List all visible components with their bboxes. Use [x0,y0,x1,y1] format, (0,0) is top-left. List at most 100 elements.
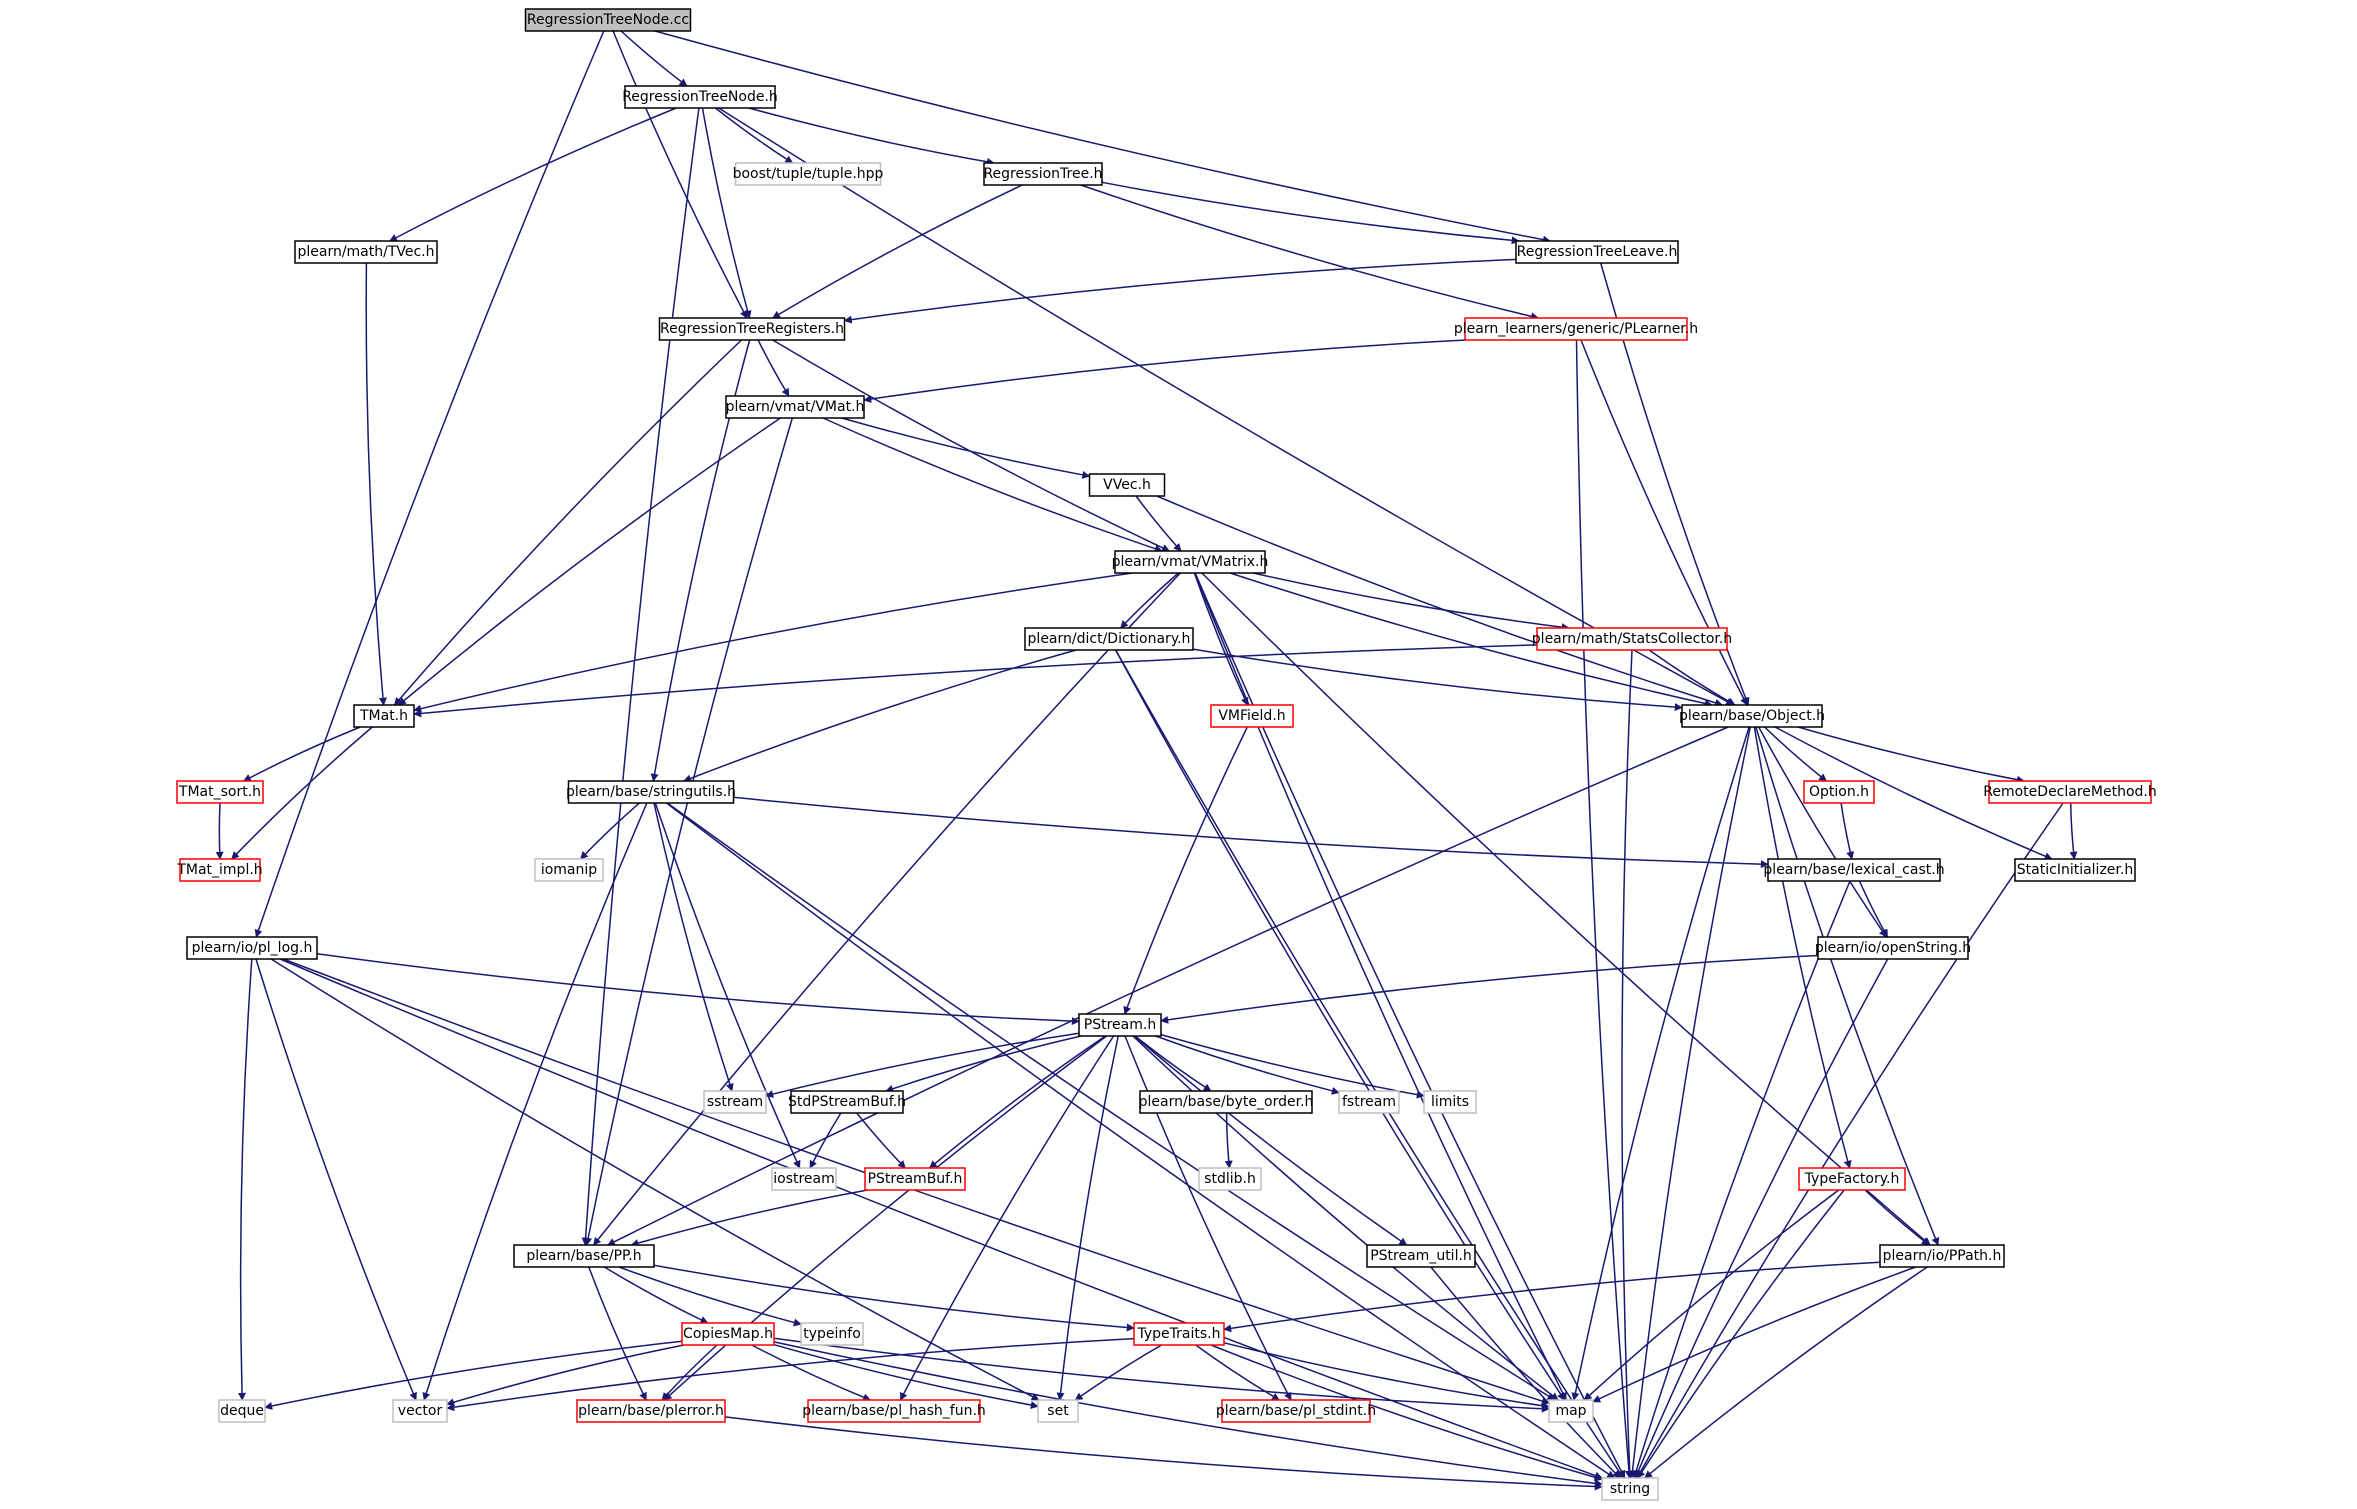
node-label: set [1047,1403,1069,1419]
edge-object_h-to-pp_h [607,726,1729,1246]
node-pl_stdint_h[interactable]: plearn/base/pl_stdint.h [1216,1399,1376,1423]
node-box [1133,1322,1225,1346]
node-label: RegressionTreeRegisters.h [660,321,844,337]
node-box [392,1399,448,1423]
node-vmatrix_h[interactable]: plearn/vmat/VMatrix.h [1112,550,1269,574]
node-regressiontreenode_h[interactable]: RegressionTreeNode.h [622,85,778,109]
node-pstreambuf_h[interactable]: PStreamBuf.h [864,1167,966,1191]
edge-regressiontreenode_cc-to-pl_log_h [254,30,605,938]
edge-stringutils_h-to-sstream [653,802,734,1092]
edge-tmat_h-to-tmat_sort_h [242,726,361,782]
node-regressiontree_h[interactable]: RegressionTree.h [983,162,1103,186]
edge-vmfield_h-to-pstream_h [1123,726,1248,1015]
node-regressiontreeregisters_h[interactable]: RegressionTreeRegisters.h [658,317,846,341]
edge-vmat_h-to-tmat_h [397,417,781,706]
node-typetraits_h[interactable]: TypeTraits.h [1133,1322,1225,1346]
node-label: plearn/base/stringutils.h [566,784,736,800]
node-label: stdlib.h [1204,1171,1256,1187]
node-tmat_h[interactable]: TMat.h [353,704,415,728]
node-dictionary_h[interactable]: plearn/dict/Dictionary.h [1024,627,1194,651]
node-stringutils_h[interactable]: plearn/base/stringutils.h [566,780,736,804]
node-tvec_h[interactable]: plearn/math/TVec.h [294,240,438,264]
node-tuple_hpp[interactable]: boost/tuple/tuple.hpp [733,162,884,186]
node-label: sstream [707,1094,763,1110]
node-box [576,1399,726,1423]
node-pstream_h[interactable]: PStream.h [1078,1013,1162,1037]
node-box [624,85,776,109]
node-box [1798,1167,1906,1191]
node-box [771,1167,837,1191]
node-tmat_impl_h[interactable]: TMat_impl.h [176,858,263,882]
node-sstream[interactable]: sstream [703,1090,767,1114]
node-openstring_h[interactable]: plearn/io/openString.h [1815,936,1971,960]
node-box [864,1167,966,1191]
node-pl_hash_fun_h[interactable]: plearn/base/pl_hash_fun.h [802,1399,986,1423]
edge-plerror_h-to-string [724,1416,1603,1491]
node-pl_log_h[interactable]: plearn/io/pl_log.h [186,936,318,960]
node-iostream[interactable]: iostream [771,1167,837,1191]
edge-openstring_h-to-pstream_h [1160,954,1819,1024]
node-box [534,858,604,882]
node-label: StdPStreamBuf.h [788,1094,906,1110]
node-staticinitializer_h[interactable]: StaticInitializer.h [2014,858,2136,882]
node-box [1210,704,1294,728]
node-typeinfo[interactable]: typeinfo [800,1322,864,1346]
node-label: PStream_util.h [1370,1248,1472,1264]
edge-ppath_h-to-map [1592,1266,1916,1403]
node-limits[interactable]: limits [1423,1090,1477,1114]
node-label: iomanip [541,862,597,878]
node-box [807,1399,981,1423]
node-stdlib_h[interactable]: stdlib.h [1198,1167,1262,1191]
node-label: RemoteDeclareMethod.h [1983,784,2156,800]
node-statscollector_h[interactable]: plearn/math/StatsCollector.h [1532,627,1732,651]
node-box [1078,1013,1162,1037]
node-remotedeclaremethod_h[interactable]: RemoteDeclareMethod.h [1983,780,2157,804]
node-label: plearn/io/openString.h [1815,940,1971,956]
node-deque[interactable]: deque [218,1399,266,1423]
node-plerror_h[interactable]: plearn/base/plerror.h [576,1399,726,1423]
node-box [524,8,692,32]
node-vmfield_h[interactable]: VMField.h [1210,704,1294,728]
node-box [681,1322,775,1346]
node-string[interactable]: string [1601,1477,1659,1501]
node-regressiontreeleave_h[interactable]: RegressionTreeLeave.h [1515,240,1679,264]
edge-pl_log_h-to-pstream_h [316,953,1080,1026]
node-box [218,1399,266,1423]
node-label: RegressionTreeLeave.h [1517,244,1678,260]
node-label: CopiesMap.h [683,1326,773,1342]
node-typefactory_h[interactable]: TypeFactory.h [1798,1167,1906,1191]
node-set[interactable]: set [1037,1399,1079,1423]
node-label: deque [220,1403,264,1419]
node-box [176,780,264,804]
node-copiesmap_h[interactable]: CopiesMap.h [681,1322,775,1346]
node-fstream[interactable]: fstream [1338,1090,1400,1114]
node-stdpstreambuf_h[interactable]: StdPStreamBuf.h [788,1090,906,1114]
node-box [1536,627,1728,651]
node-iomanip[interactable]: iomanip [534,858,604,882]
node-pp_h[interactable]: plearn/base/PP.h [513,1244,655,1268]
edge-regressiontreenode_cc-to-regressiontreenode_h [620,30,688,87]
edge-typetraits_h-to-string [1210,1344,1603,1482]
edge-lexical_cast_h-to-string [1632,880,1851,1479]
edge-pstream_h-to-limits [1160,1033,1425,1099]
node-box [1037,1399,1079,1423]
node-byte_order_h[interactable]: plearn/base/byte_order.h [1139,1090,1314,1114]
node-option_h[interactable]: Option.h [1803,780,1875,804]
node-lexical_cast_h[interactable]: plearn/base/lexical_cast.h [1763,858,1945,882]
node-plearner_h[interactable]: plearn_learners/generic/PLearner.h [1454,317,1698,341]
edge-object_h-to-map [1571,726,1750,1401]
node-pstream_util_h[interactable]: PStream_util.h [1366,1244,1476,1268]
node-label: plearn/math/TVec.h [297,244,434,260]
edge-vmatrix_h-to-statscollector_h [1252,572,1570,632]
node-vector[interactable]: vector [392,1399,448,1423]
node-tmat_sort_h[interactable]: TMat_sort.h [176,780,264,804]
node-object_h[interactable]: plearn/base/Object.h [1679,704,1825,728]
node-vmat_h[interactable]: plearn/vmat/VMat.h [725,395,865,419]
edge-regressiontree_h-to-regressiontreeregisters_h [772,184,1023,319]
node-vvec_h[interactable]: VVec.h [1088,473,1166,497]
node-map[interactable]: map [1548,1399,1594,1423]
edge-tmat_sort_h-to-tmat_impl_h [215,802,224,860]
node-regressiontreenode_cc[interactable]: RegressionTreeNode.cc [524,8,692,32]
edge-stringutils_h-to-vector [422,802,648,1401]
node-ppath_h[interactable]: plearn/io/PPath.h [1879,1244,2005,1268]
